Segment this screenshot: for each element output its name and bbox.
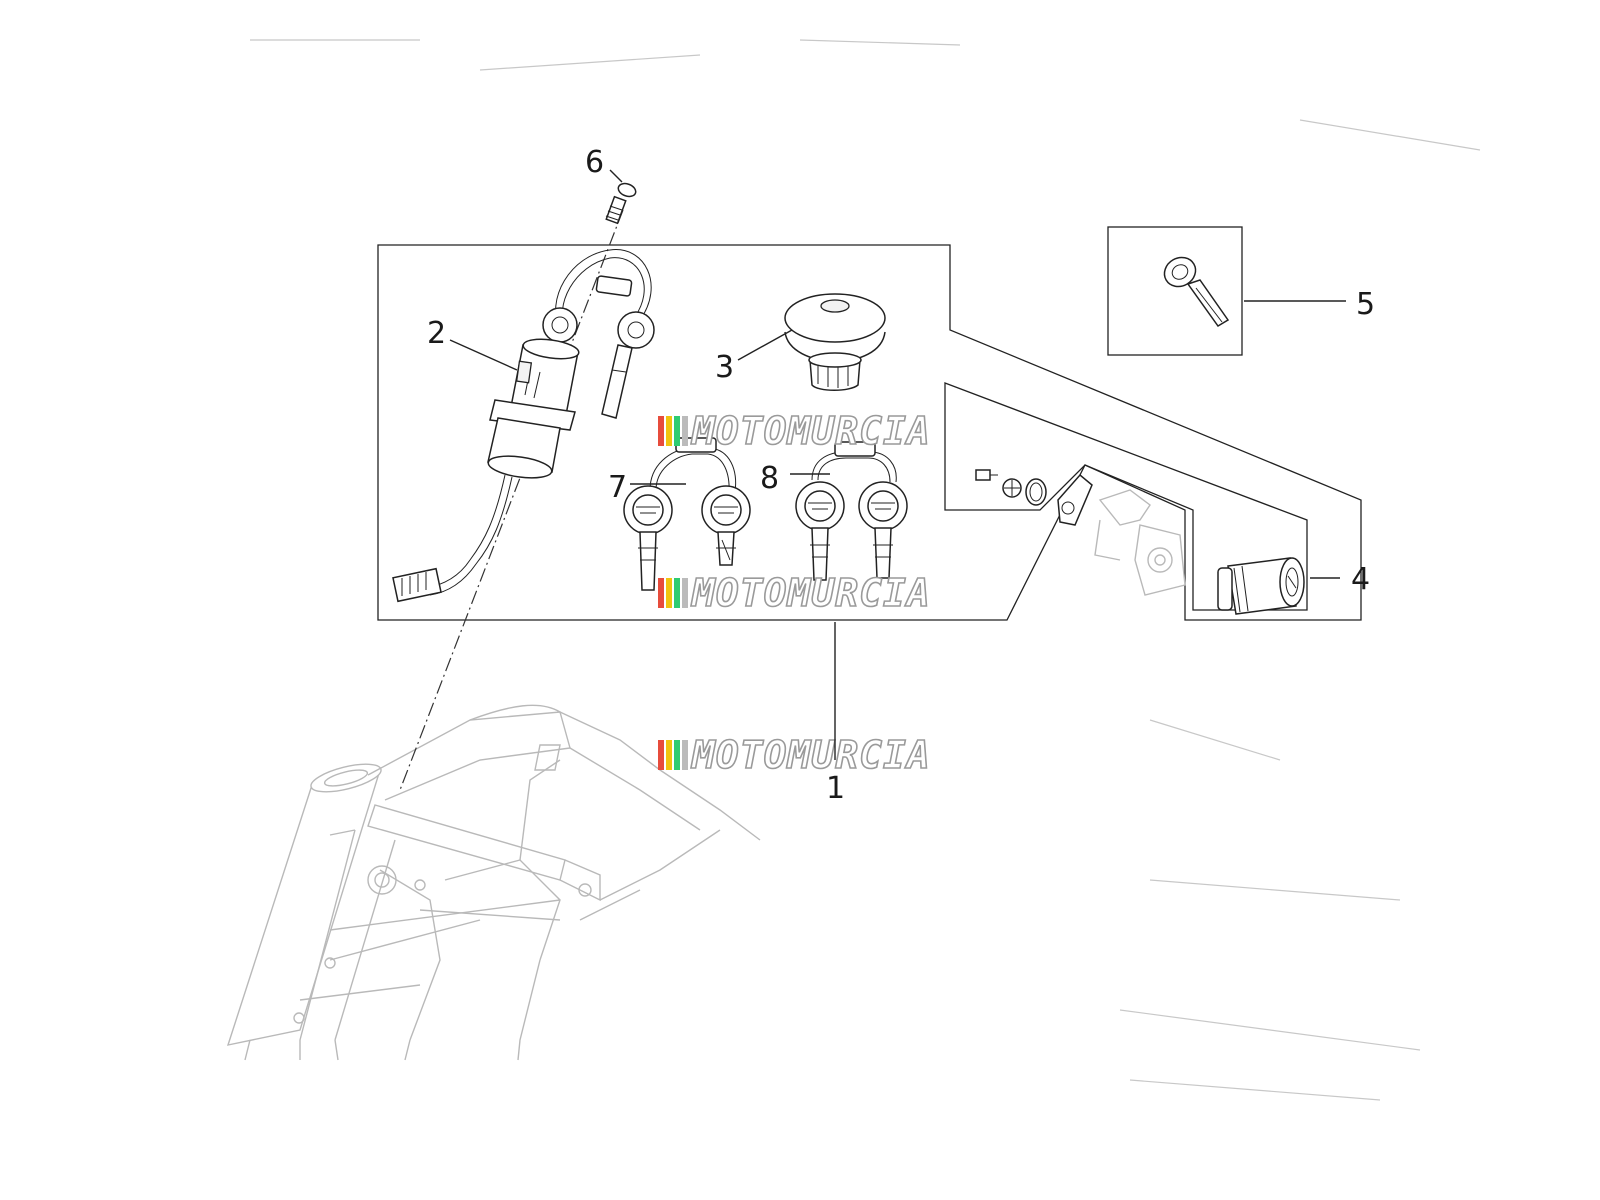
background-ghost-lines bbox=[250, 39, 1481, 1101]
watermark-stripe-grey bbox=[682, 740, 688, 770]
watermark-stripe-green bbox=[674, 416, 680, 446]
callout-5: 5 bbox=[1356, 287, 1375, 322]
key-blank-box bbox=[1107, 226, 1243, 356]
watermark-stripe-green bbox=[674, 740, 680, 770]
watermark-stripe-grey bbox=[682, 416, 688, 446]
callout-3: 3 bbox=[715, 350, 734, 385]
screw-part bbox=[605, 182, 637, 225]
assembly-axis-line bbox=[399, 209, 624, 791]
leader-line-2 bbox=[449, 339, 518, 371]
watermark-text: MOTOMURCIA bbox=[690, 733, 931, 777]
key-set-8-part bbox=[795, 441, 908, 581]
fuel-cap-part bbox=[784, 293, 886, 391]
lock-subassembly-box bbox=[944, 382, 1308, 611]
watermark-stripe-yellow bbox=[666, 740, 672, 770]
watermark-stripe-red bbox=[658, 416, 664, 446]
key-blank-part bbox=[1163, 256, 1230, 327]
watermark-stripe-red bbox=[658, 578, 664, 608]
callout-2: 2 bbox=[427, 316, 446, 351]
callout-8: 8 bbox=[760, 461, 779, 496]
callout-6: 6 bbox=[585, 145, 604, 180]
key-set-7-part bbox=[623, 437, 751, 591]
watermark-text: MOTOMURCIA bbox=[690, 571, 931, 615]
kit-outline-box bbox=[377, 244, 1362, 621]
leader-lines bbox=[449, 169, 1346, 760]
seat-lock-part bbox=[975, 469, 1305, 615]
leader-line-3 bbox=[737, 329, 793, 361]
ignition-switch-part bbox=[392, 249, 655, 603]
watermark-stripe-red bbox=[658, 740, 664, 770]
leader-line-6 bbox=[609, 169, 623, 183]
watermark-stripe-green bbox=[674, 578, 680, 608]
callout-4: 4 bbox=[1351, 562, 1370, 597]
watermark-bottom: MOTOMURCIA bbox=[658, 732, 931, 778]
motorcycle-frame bbox=[226, 704, 761, 1061]
watermark-top: MOTOMURCIA bbox=[658, 408, 931, 454]
watermark-stripe-yellow bbox=[666, 578, 672, 608]
watermark-middle: MOTOMURCIA bbox=[658, 570, 931, 616]
watermark-text: MOTOMURCIA bbox=[690, 409, 931, 453]
watermark-stripe-yellow bbox=[666, 416, 672, 446]
callout-labels: 1 2 3 4 5 6 7 8 bbox=[427, 145, 1375, 806]
callout-1: 1 bbox=[826, 771, 845, 806]
callout-7: 7 bbox=[608, 470, 627, 505]
watermark-stripe-grey bbox=[682, 578, 688, 608]
